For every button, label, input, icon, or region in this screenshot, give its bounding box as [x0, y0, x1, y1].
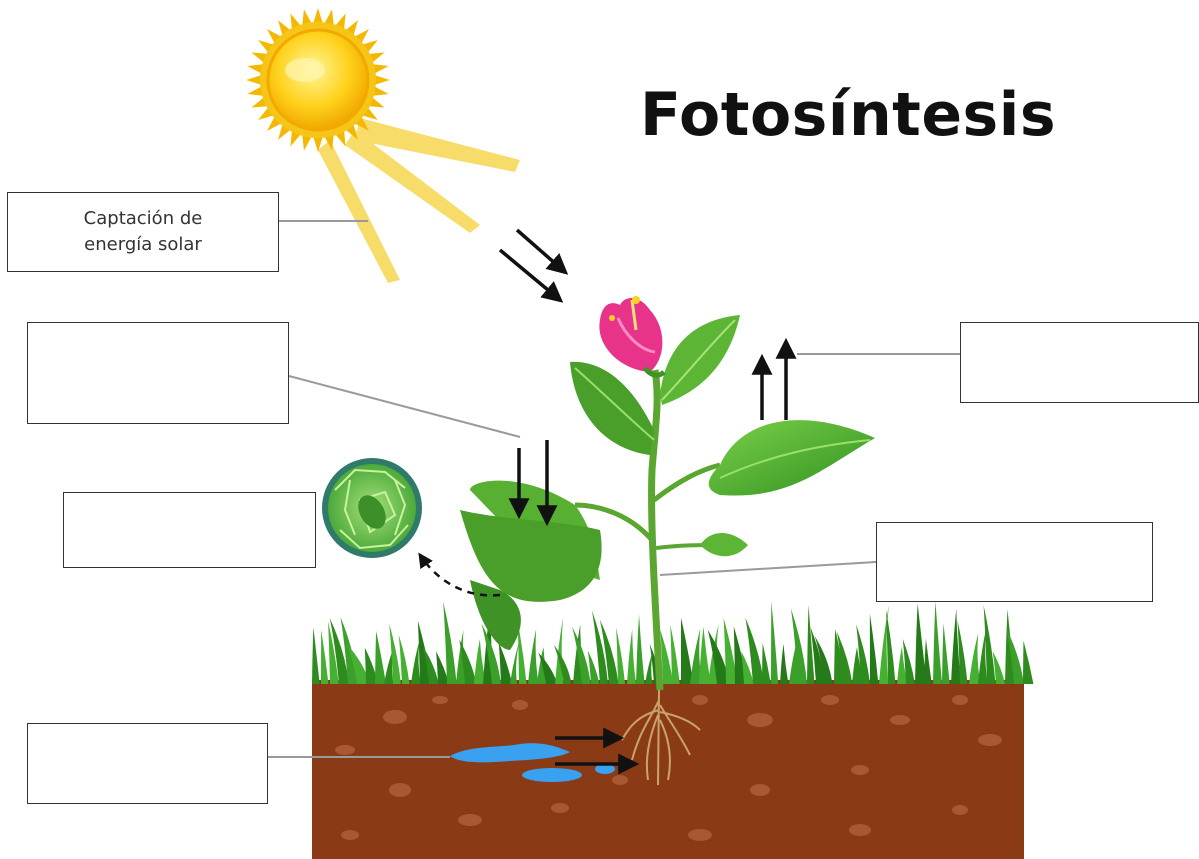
- label-box-water[interactable]: [27, 723, 268, 804]
- label-box-cell[interactable]: [63, 492, 316, 568]
- sun-icon: [246, 8, 390, 152]
- label-solar-text: Captación de energía solar: [84, 206, 203, 258]
- label-box-stem[interactable]: [876, 522, 1153, 602]
- stem: [652, 370, 660, 690]
- oxygen-out-arrows: [762, 342, 786, 420]
- leaf-upper-right: [660, 315, 740, 405]
- sun-rays: [318, 118, 520, 283]
- soil: [312, 680, 1024, 859]
- sunlight-arrows: [500, 230, 565, 300]
- leaf-right-big: [709, 420, 875, 495]
- grass: [312, 601, 1033, 684]
- label-box-oxygen[interactable]: [960, 322, 1199, 403]
- cell-zoom-icon: [322, 458, 422, 558]
- label-box-leaf-input[interactable]: [27, 322, 289, 424]
- leaf-upper-left: [570, 362, 654, 455]
- page-title: Fotosíntesis: [640, 80, 1056, 150]
- label-box-solar: Captación de energía solar: [7, 192, 279, 272]
- flower-icon: [599, 296, 664, 375]
- leaf-small-right: [700, 533, 748, 556]
